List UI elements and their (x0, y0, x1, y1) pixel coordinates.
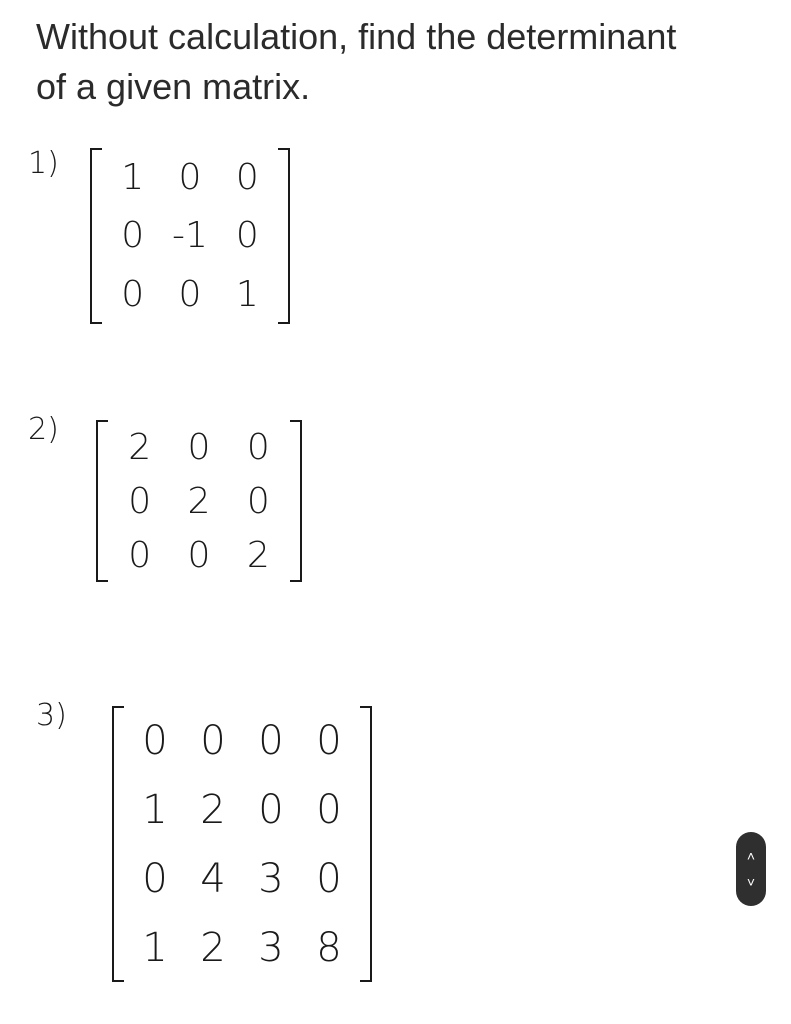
left-bracket (96, 420, 108, 582)
matrix-cell: 1 (142, 924, 168, 971)
matrix-cell: 0 (187, 426, 211, 468)
question-text: Without calculation, find the determinan… (36, 12, 756, 112)
matrix-cell: 0 (258, 717, 284, 764)
matrix-cell: 8 (316, 924, 342, 971)
problem-3-label: 3) (36, 698, 67, 733)
matrix-cell: 0 (246, 480, 270, 522)
chevron-up-icon[interactable]: ˄ (746, 848, 756, 864)
left-bracket (90, 148, 102, 324)
matrix-cell: 1 (235, 274, 259, 316)
matrix-cell: 0 (142, 717, 168, 764)
right-bracket (278, 148, 290, 324)
matrix-cell: 0 (316, 717, 342, 764)
matrix-cell: 0 (235, 215, 259, 257)
scroll-widget: ˄ ˅ (736, 832, 766, 906)
chevron-down-icon[interactable]: ˅ (746, 874, 756, 890)
matrix-cell: 0 (121, 274, 145, 316)
matrix-cell: 2 (200, 786, 226, 833)
matrix-cell: 1 (121, 156, 145, 198)
matrix-cell: 0 (316, 855, 342, 902)
matrix-2: 2 0 0 0 2 0 0 0 2 (96, 420, 302, 582)
matrix-cell: 0 (128, 480, 152, 522)
matrix-cell: 3 (258, 924, 284, 971)
matrix-cell: 0 (178, 274, 202, 316)
matrix-cell: 2 (187, 480, 211, 522)
matrix-cell: 2 (128, 426, 152, 468)
matrix-cell: 0 (316, 786, 342, 833)
matrix-cell: 3 (258, 855, 284, 902)
matrix-cell: -1 (172, 215, 208, 257)
matrix-cell: 0 (246, 426, 270, 468)
matrix-cell: 0 (187, 534, 211, 576)
matrix-cell: 1 (142, 786, 168, 833)
matrix-cell: 0 (178, 156, 202, 198)
matrix-cell: 0 (128, 534, 152, 576)
matrix-cell: 0 (200, 717, 226, 764)
matrix-cell: 0 (235, 156, 259, 198)
question-line-2: of a given matrix. (36, 66, 311, 107)
problem-1-label: 1) (28, 146, 59, 181)
problem-2-label: 2) (28, 412, 59, 447)
matrix-1: 1 0 0 0 -1 0 0 0 1 (90, 148, 290, 324)
matrix-cell: 4 (200, 855, 226, 902)
matrix-cell: 2 (246, 534, 270, 576)
matrix-cell: 0 (121, 215, 145, 257)
right-bracket (290, 420, 302, 582)
left-bracket (112, 706, 124, 982)
matrix-cell: 0 (258, 786, 284, 833)
matrix-cell: 2 (200, 924, 226, 971)
right-bracket (360, 706, 372, 982)
matrix-cell: 0 (142, 855, 168, 902)
matrix-3: 0 0 0 0 1 2 0 0 0 4 3 0 1 2 3 8 (112, 706, 372, 982)
question-line-1: Without calculation, find the determinan… (36, 16, 677, 57)
